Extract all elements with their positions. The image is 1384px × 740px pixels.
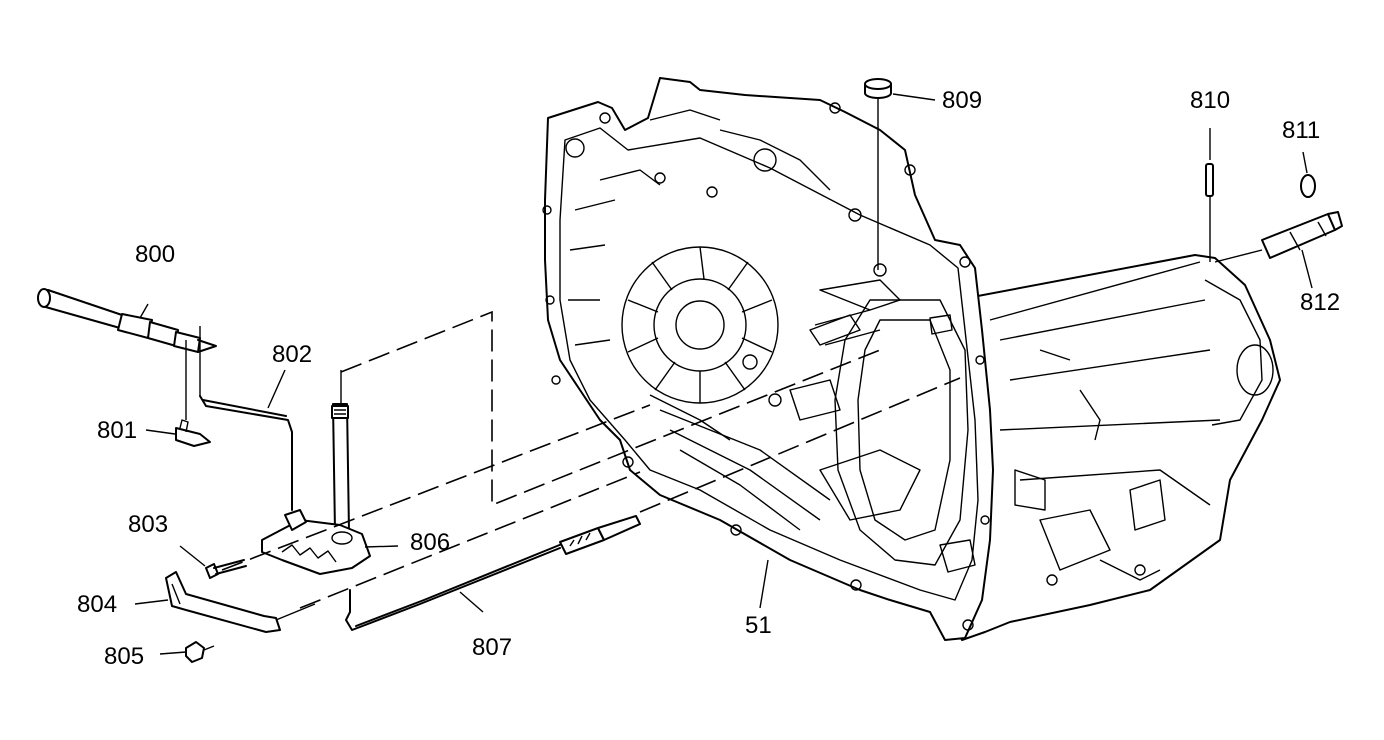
part-812-sensor: 812 [1214, 211, 1343, 316]
callout-807: 807 [472, 634, 512, 661]
callout-51: 51 [745, 612, 772, 639]
callout-803: 803 [128, 511, 168, 538]
callout-800: 800 [135, 241, 175, 268]
part-810-pin: 810 [1190, 87, 1230, 262]
part-803-bolt: 803 [128, 511, 247, 579]
part-807-rod: 807 [345, 515, 641, 661]
part-801-clip: 801 [97, 417, 211, 447]
callout-801: 801 [97, 417, 137, 444]
callout-812: 812 [1300, 289, 1340, 316]
part-809-plug: 809 [864, 78, 982, 270]
part-802-rod: 802 [199, 341, 312, 511]
part-811-oring: 811 [1282, 117, 1320, 198]
part-804-bracket: 804 [77, 571, 316, 633]
converter-spokes [627, 246, 773, 403]
callout-804: 804 [77, 591, 117, 618]
callout-802: 802 [272, 341, 312, 368]
alignment-lines [221, 310, 961, 609]
transmission-case [542, 77, 1281, 641]
part-805-bolt: 805 [104, 641, 215, 670]
bolt-holes [542, 102, 1146, 631]
callout-806: 806 [410, 529, 450, 556]
callout-51-group: 51 [745, 559, 772, 639]
callout-811: 811 [1282, 117, 1320, 144]
callout-809: 809 [942, 87, 982, 114]
part-800-fill-tube: 800 [37, 241, 217, 420]
callout-810: 810 [1190, 87, 1230, 114]
callout-805: 805 [104, 643, 144, 670]
